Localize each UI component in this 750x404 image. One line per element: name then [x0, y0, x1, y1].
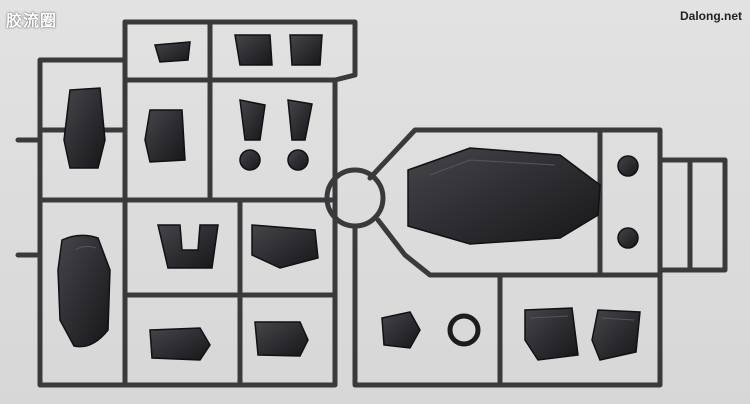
part-e [144, 109, 186, 163]
watermark-right: Dalong.net [680, 9, 742, 23]
part-j [57, 234, 111, 348]
part-a [154, 41, 191, 63]
runner-frame [15, 19, 728, 388]
watermark-left: 胶流圈 [6, 11, 58, 30]
part-i [251, 224, 319, 269]
plastic-parts [57, 34, 641, 361]
part-c [289, 34, 323, 66]
part-g [287, 99, 313, 141]
part-f [239, 99, 266, 141]
part-b [234, 34, 273, 66]
part-m [381, 311, 421, 349]
part-h [157, 224, 219, 269]
part-l [254, 321, 309, 357]
part-k [149, 327, 211, 361]
part-o [591, 309, 641, 361]
part-main-armor [407, 147, 601, 245]
part-d [63, 87, 106, 169]
part-n [524, 307, 579, 361]
part-highlights [74, 159, 635, 321]
